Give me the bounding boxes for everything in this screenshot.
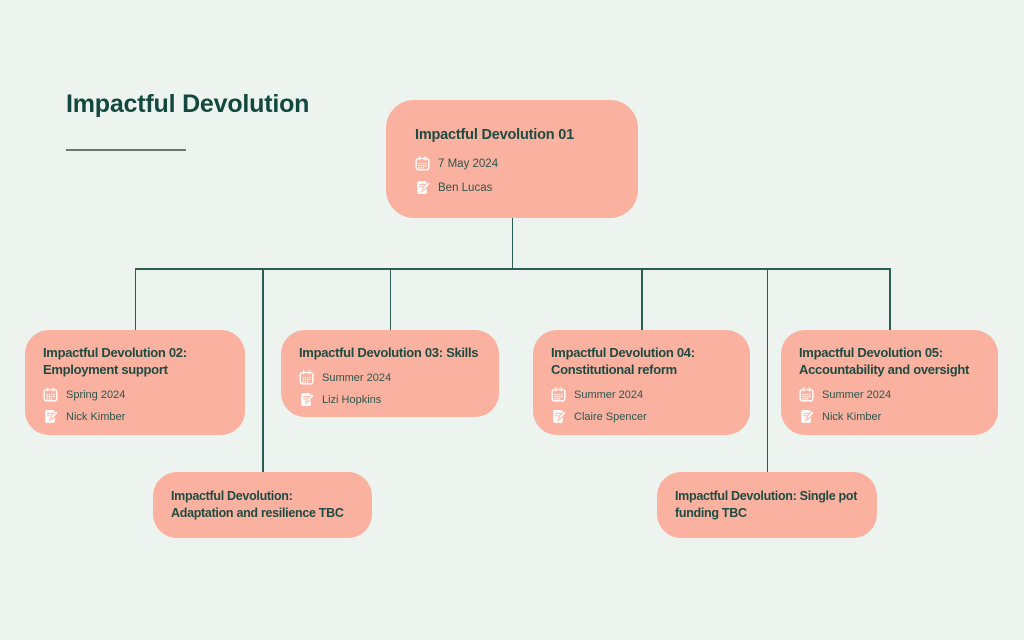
connector-drop-sub-1 [262,268,264,472]
owner-text: Nick Kimber [66,410,126,423]
date-row: Summer 2024 [799,387,982,402]
connector-rail [134,268,891,270]
calendar-icon [299,370,314,385]
date-row: Summer 2024 [551,387,734,402]
date-row: Summer 2024 [299,370,483,385]
node-impactful-devolution-04[interactable]: Impactful Devolution 04: Constitutional … [533,330,750,435]
edit-note-icon [551,409,566,424]
date-row: 7 May 2024 [415,156,614,171]
owner-row: Lizi Hopkins [299,392,483,407]
edit-note-icon [799,409,814,424]
owner-text: Nick Kimber [822,410,882,423]
node-title: Impactful Devolution 01 [415,127,574,143]
page-title: Impactful Devolution [66,90,310,118]
connector-drop-sub-2 [766,268,768,472]
owner-row: Nick Kimber [43,409,229,424]
date-text: Summer 2024 [574,388,644,401]
date-row: Spring 2024 [43,387,229,402]
node-title: Impactful Devolution: Single pot funding… [675,489,858,520]
connector-root-stem [511,218,513,268]
calendar-icon [799,387,814,402]
date-text: Summer 2024 [822,388,892,401]
node-impactful-devolution-01[interactable]: Impactful Devolution 01 7 May 2024 [386,100,638,218]
node-title: Impactful Devolution 05: Accountability … [799,345,970,377]
owner-row: Ben Lucas [415,180,614,195]
calendar-icon [415,156,430,171]
connector-drop-child-4 [889,268,891,330]
owner-text: Lizi Hopkins [322,393,382,406]
edit-note-icon [415,180,430,195]
calendar-icon [551,387,566,402]
node-single-pot-funding[interactable]: Impactful Devolution: Single pot funding… [657,472,877,538]
connector-drop-child-3 [641,268,643,330]
node-impactful-devolution-05[interactable]: Impactful Devolution 05: Accountability … [781,330,998,435]
owner-text: Ben Lucas [438,181,493,194]
node-impactful-devolution-03[interactable]: Impactful Devolution 03: Skills Summer 2… [281,330,499,417]
owner-text: Claire Spencer [574,410,647,423]
owner-row: Claire Spencer [551,409,734,424]
node-impactful-devolution-02[interactable]: Impactful Devolution 02: Employment supp… [25,330,245,435]
owner-row: Nick Kimber [799,409,982,424]
title-underline [66,149,186,151]
edit-note-icon [299,392,314,407]
calendar-icon [43,387,58,402]
node-adaptation-and-resilience[interactable]: Impactful Devolution: Adaptation and res… [153,472,372,538]
date-text: Summer 2024 [322,371,392,384]
node-title: Impactful Devolution 02: Employment supp… [43,345,187,377]
node-title: Impactful Devolution 04: Constitutional … [551,345,695,377]
edit-note-icon [43,409,58,424]
connector-drop-child-1 [134,268,136,330]
node-title: Impactful Devolution 03: Skills [299,345,479,360]
date-text: 7 May 2024 [438,157,499,170]
node-title: Impactful Devolution: Adaptation and res… [171,489,344,520]
date-text: Spring 2024 [66,388,126,401]
connector-drop-child-2 [389,268,391,330]
